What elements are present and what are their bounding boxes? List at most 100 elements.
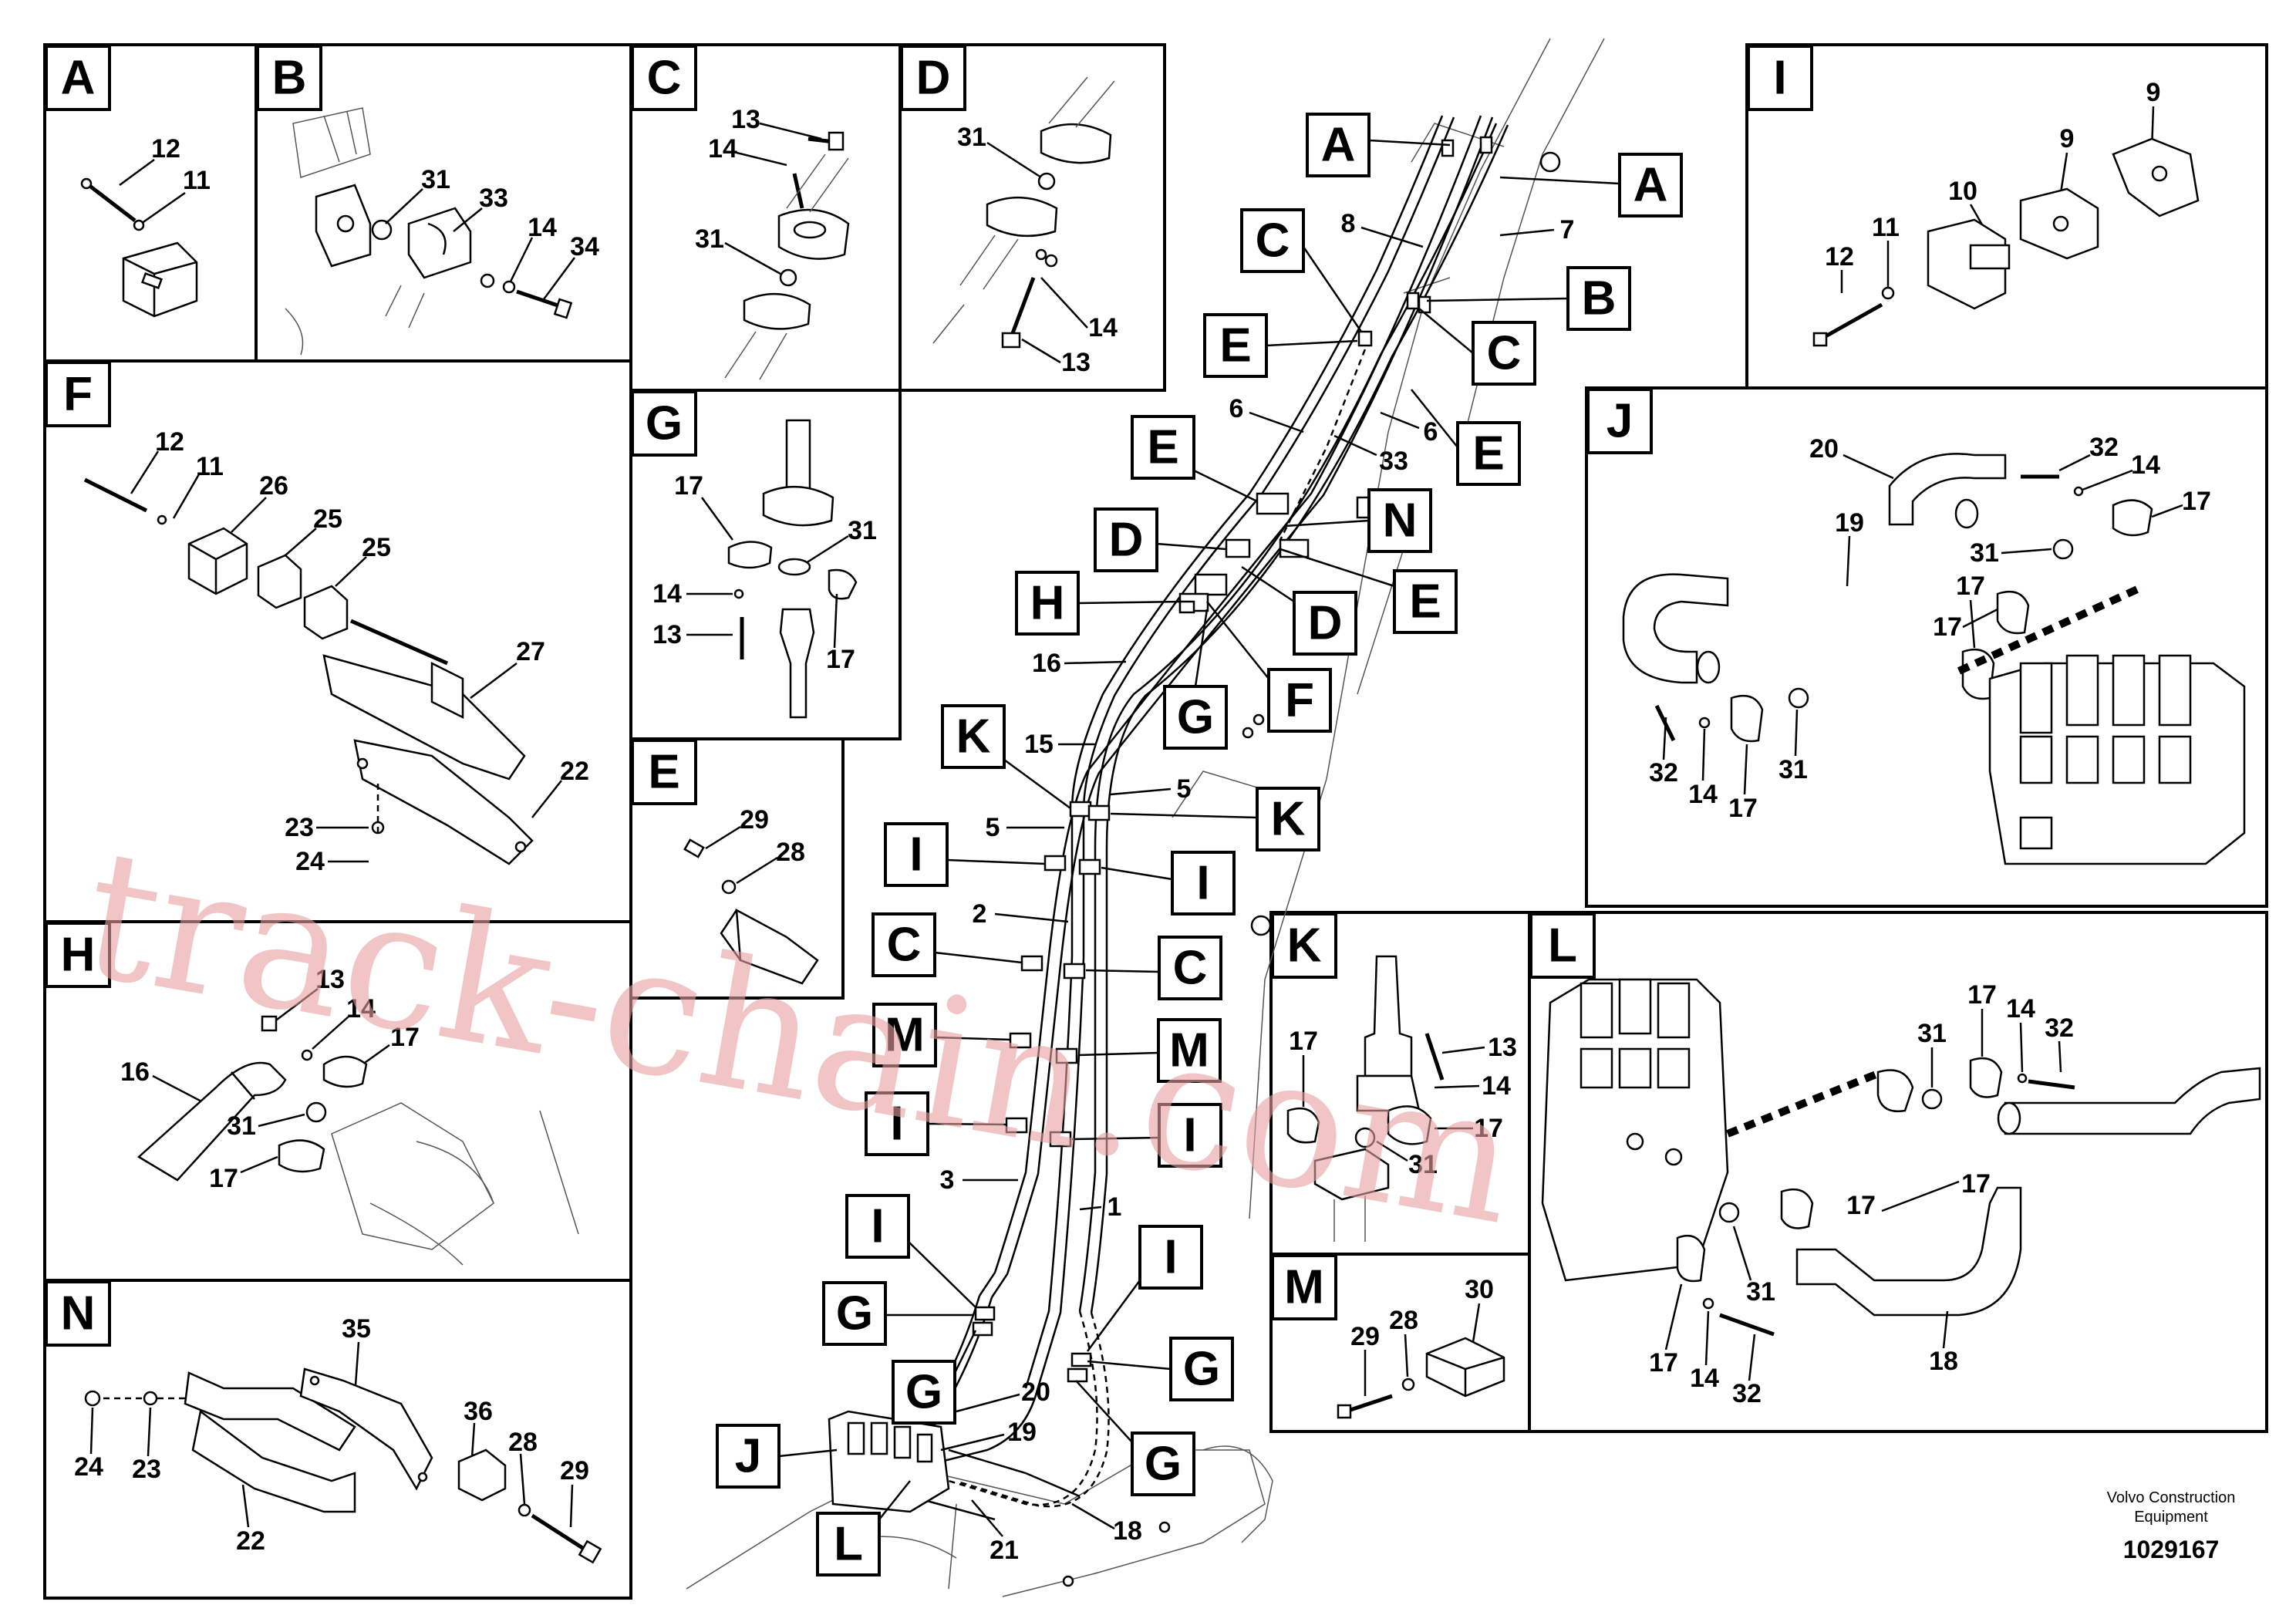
callout-31: 31 — [1746, 1277, 1775, 1307]
svg-text:A: A — [1321, 119, 1356, 172]
main-tag-f: F — [1206, 601, 1332, 733]
callout-17: 17 — [1956, 572, 1985, 601]
callout-32: 32 — [2089, 433, 2119, 462]
panel-i: I 9 9 10 11 12 — [1745, 43, 2268, 389]
callout-32: 32 — [1732, 1379, 1762, 1408]
main-tag-c-4: C — [1085, 936, 1222, 1000]
callout-14: 14 — [652, 579, 682, 609]
svg-text:K: K — [956, 710, 991, 764]
panel-f-label: F — [63, 368, 93, 421]
svg-text:H: H — [1030, 577, 1065, 630]
footer-company-line2: Equipment — [2134, 1509, 2208, 1526]
svg-text:J: J — [735, 1430, 761, 1483]
callout-17: 17 — [390, 1023, 420, 1052]
callout-29: 29 — [1350, 1322, 1380, 1351]
main-callout-33: 33 — [1379, 447, 1408, 476]
svg-text:C: C — [1256, 214, 1290, 268]
callout-27: 27 — [516, 637, 545, 666]
main-view: A A C B E C E — [686, 38, 1683, 1597]
panel-h: H 13 14 17 16 31 17 — [43, 920, 632, 1282]
callout-31: 31 — [227, 1111, 256, 1141]
callout-17: 17 — [209, 1164, 238, 1193]
panel-k: K 17 13 14 17 31 — [1269, 911, 1531, 1256]
callout-14: 14 — [1688, 780, 1718, 809]
main-callout-5: 5 — [986, 813, 1000, 842]
panel-i-label: I — [1773, 52, 1786, 105]
panel-a-label: A — [61, 52, 96, 105]
svg-text:G: G — [1183, 1343, 1220, 1396]
main-tag-i-6: I — [1086, 1225, 1203, 1352]
panel-d-label: D — [916, 52, 951, 105]
main-tag-m-1: M — [872, 1003, 1011, 1067]
panel-n-label: N — [61, 1287, 96, 1340]
callout-18: 18 — [1929, 1347, 1958, 1376]
panel-h-label: H — [61, 929, 96, 982]
main-tag-c-1: C — [1240, 208, 1363, 332]
callout-14: 14 — [1088, 313, 1118, 342]
callout-14: 14 — [1482, 1071, 1511, 1101]
main-callout-7: 7 — [1560, 215, 1575, 244]
main-tag-i-4: I — [1071, 1103, 1222, 1168]
main-tag-l: L — [816, 1480, 911, 1576]
svg-text:E: E — [1472, 427, 1504, 481]
callout-14: 14 — [346, 994, 376, 1023]
panel-d: D 31 14 13 — [899, 43, 1166, 392]
panel-c: C 13 14 31 — [629, 43, 902, 392]
panel-g: G 17 31 14 13 17 — [629, 389, 902, 740]
callout-24: 24 — [295, 847, 325, 876]
panel-a: A 12 11 — [43, 43, 258, 363]
callout-12: 12 — [151, 134, 180, 164]
main-callout-6: 6 — [1229, 394, 1244, 423]
svg-text:I: I — [1196, 857, 1209, 910]
panel-k-label: K — [1287, 919, 1322, 973]
main-callout-5: 5 — [1177, 774, 1192, 804]
svg-text:I: I — [1183, 1109, 1196, 1162]
panel-b-label: B — [272, 52, 307, 105]
main-callout-1: 1 — [1108, 1192, 1122, 1222]
callout-31: 31 — [695, 224, 724, 254]
main-callout-2: 2 — [973, 899, 987, 929]
svg-text:M: M — [885, 1009, 925, 1062]
callout-13: 13 — [652, 620, 682, 649]
main-tag-e-1: E — [1203, 313, 1358, 378]
main-tag-i-1: I — [884, 822, 1046, 887]
svg-text:L: L — [834, 1518, 863, 1571]
main-tag-g-3: G — [1087, 1337, 1234, 1401]
main-tag-g-5: G — [1075, 1380, 1195, 1496]
svg-text:G: G — [836, 1287, 873, 1340]
main-tag-n: N — [1283, 488, 1432, 553]
svg-text:I: I — [909, 828, 922, 882]
main-tag-d-2: D — [1241, 565, 1357, 656]
callout-12: 12 — [1825, 242, 1854, 271]
callout-17: 17 — [1474, 1114, 1503, 1143]
main-tag-g-1: G — [1163, 609, 1228, 750]
panel-l-label: L — [1548, 919, 1577, 973]
svg-text:C: C — [1173, 942, 1208, 995]
callout-17: 17 — [826, 645, 855, 674]
callout-31: 31 — [1778, 755, 1808, 784]
callout-32: 32 — [2045, 1013, 2074, 1043]
svg-text:G: G — [905, 1366, 942, 1419]
callout-11: 11 — [196, 452, 224, 481]
callout-25: 25 — [313, 504, 342, 534]
callout-17: 17 — [1649, 1348, 1678, 1378]
main-tag-a-right: A — [1499, 153, 1683, 218]
callout-31: 31 — [1408, 1150, 1438, 1179]
main-callout-6: 6 — [1424, 417, 1438, 447]
panel-g-label: G — [646, 397, 683, 450]
callout-31: 31 — [957, 123, 986, 152]
svg-text:D: D — [1308, 597, 1343, 650]
main-tag-e-4: E — [1279, 548, 1458, 634]
svg-text:G: G — [1145, 1438, 1182, 1491]
callout-17: 17 — [1967, 980, 1997, 1010]
main-tag-e-2: E — [1411, 389, 1521, 486]
main-tag-i-3: I — [865, 1091, 1007, 1156]
panel-f: F 12 11 26 25 25 27 22 23 24 — [43, 359, 632, 923]
callout-10: 10 — [1948, 177, 1977, 206]
callout-13: 13 — [1061, 348, 1091, 377]
svg-text:I: I — [890, 1098, 903, 1151]
main-tag-c-3: C — [872, 912, 1023, 977]
callout-14: 14 — [1690, 1364, 1719, 1393]
panel-j-label: J — [1607, 395, 1633, 448]
main-tag-g-2: G — [822, 1281, 973, 1346]
